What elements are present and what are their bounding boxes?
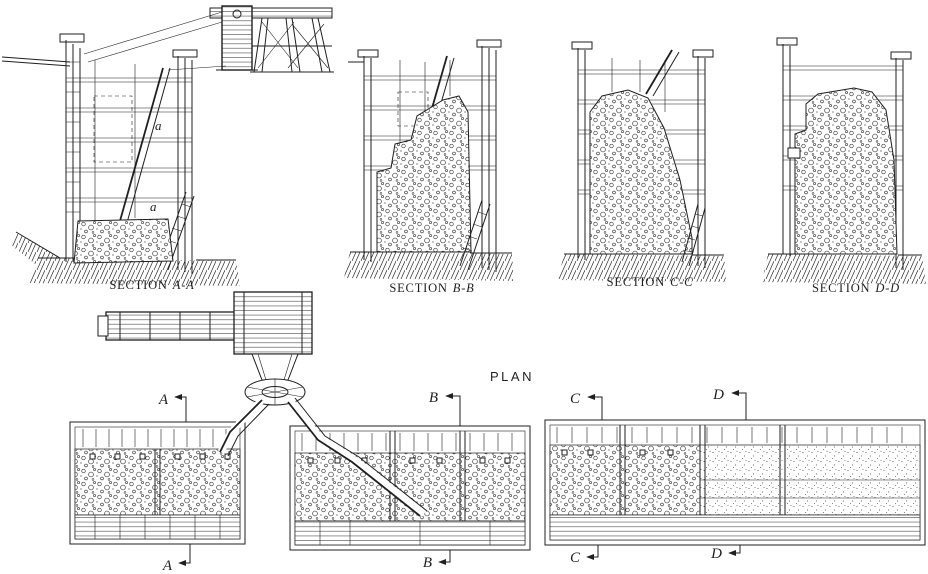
hoist-engine [221, 5, 253, 71]
crane-mast-housing [233, 291, 313, 355]
cut-marker-a-bottom: A [162, 544, 191, 574]
ladder-bb [459, 199, 491, 271]
label-a-upper: a [155, 118, 162, 133]
left-form-wall-dd [776, 37, 798, 256]
chute-diagonal-cc [645, 49, 680, 97]
posts-plan-2 [307, 457, 511, 464]
ground-dd [762, 253, 926, 284]
joints-3 [619, 425, 786, 540]
plank-band-3 [549, 514, 921, 541]
cut-letter-c-top: C [570, 391, 581, 407]
cut-letter-d-bottom: D [710, 546, 722, 562]
cut-letter-b-top: B [429, 390, 438, 406]
wall-plan-1 [69, 421, 246, 545]
ground-aa [10, 231, 240, 286]
cut-marker-c-bottom: C [570, 545, 599, 566]
hoist-derrick [83, 5, 334, 73]
hoist-cables [83, 11, 227, 71]
concrete-mass-cc [589, 89, 693, 255]
concrete-mass-bb [376, 95, 472, 253]
form-studs-cc [611, 58, 666, 112]
cut-marker-b-top: B [429, 390, 461, 426]
plan-label: PLAN [490, 369, 534, 384]
plank-band-1 [74, 514, 241, 540]
cut-letter-a-bottom: A [162, 558, 173, 574]
cut-marker-a-top: A [158, 392, 187, 422]
right-form-wall-cc [692, 49, 714, 268]
guy-pole [1, 56, 71, 67]
joint-1 [154, 449, 161, 515]
concrete-mass-dd [794, 87, 898, 255]
stud-band-1 [82, 429, 227, 447]
ladder-cc [681, 203, 706, 267]
posts-plan-3 [561, 449, 674, 456]
cut-marker-d-top: D [712, 387, 747, 420]
sheave-icon [232, 9, 242, 19]
cut-letter-d-top: D [712, 387, 724, 403]
posts-plan-1 [89, 453, 231, 460]
right-form-wall-bb [476, 39, 502, 272]
left-form-wall-cc [571, 41, 593, 260]
wall-plan-2 [289, 425, 531, 551]
left-form-wall-bb [348, 49, 379, 262]
form-bracket-dd [787, 147, 801, 159]
walers-aa [66, 77, 192, 203]
cut-marker-b-bottom: B [423, 550, 451, 571]
chute-diagonal-aa [117, 67, 171, 231]
cut-letter-c-bottom: C [570, 550, 581, 566]
boom-end-cap [97, 315, 109, 337]
cut-marker-d-bottom: D [710, 545, 741, 562]
crane-plant [97, 291, 428, 517]
cut-letter-a-top: A [158, 392, 169, 408]
wall-plan-3 [544, 419, 926, 546]
distribution-chutes [217, 397, 428, 517]
derrick-platform [209, 7, 333, 19]
plan-view: PLAN A B C D A B C [69, 291, 926, 574]
plank-band-2 [294, 520, 526, 546]
concrete-mass-aa [73, 218, 174, 264]
hidden-outline-aa [93, 95, 133, 163]
right-form-wall-aa [172, 49, 198, 274]
label-a-lower: a [150, 199, 157, 214]
concrete-plan-2 [294, 452, 526, 522]
timber-trestle [250, 17, 334, 73]
cut-letter-b-bottom: B [423, 555, 432, 571]
concrete-plan-1 [74, 448, 241, 516]
stud-band-3 [556, 427, 903, 443]
cut-marker-c-top: C [570, 391, 603, 420]
stud-band-2 [301, 433, 513, 451]
crane-boom [105, 311, 237, 341]
ground-cc [558, 253, 726, 282]
